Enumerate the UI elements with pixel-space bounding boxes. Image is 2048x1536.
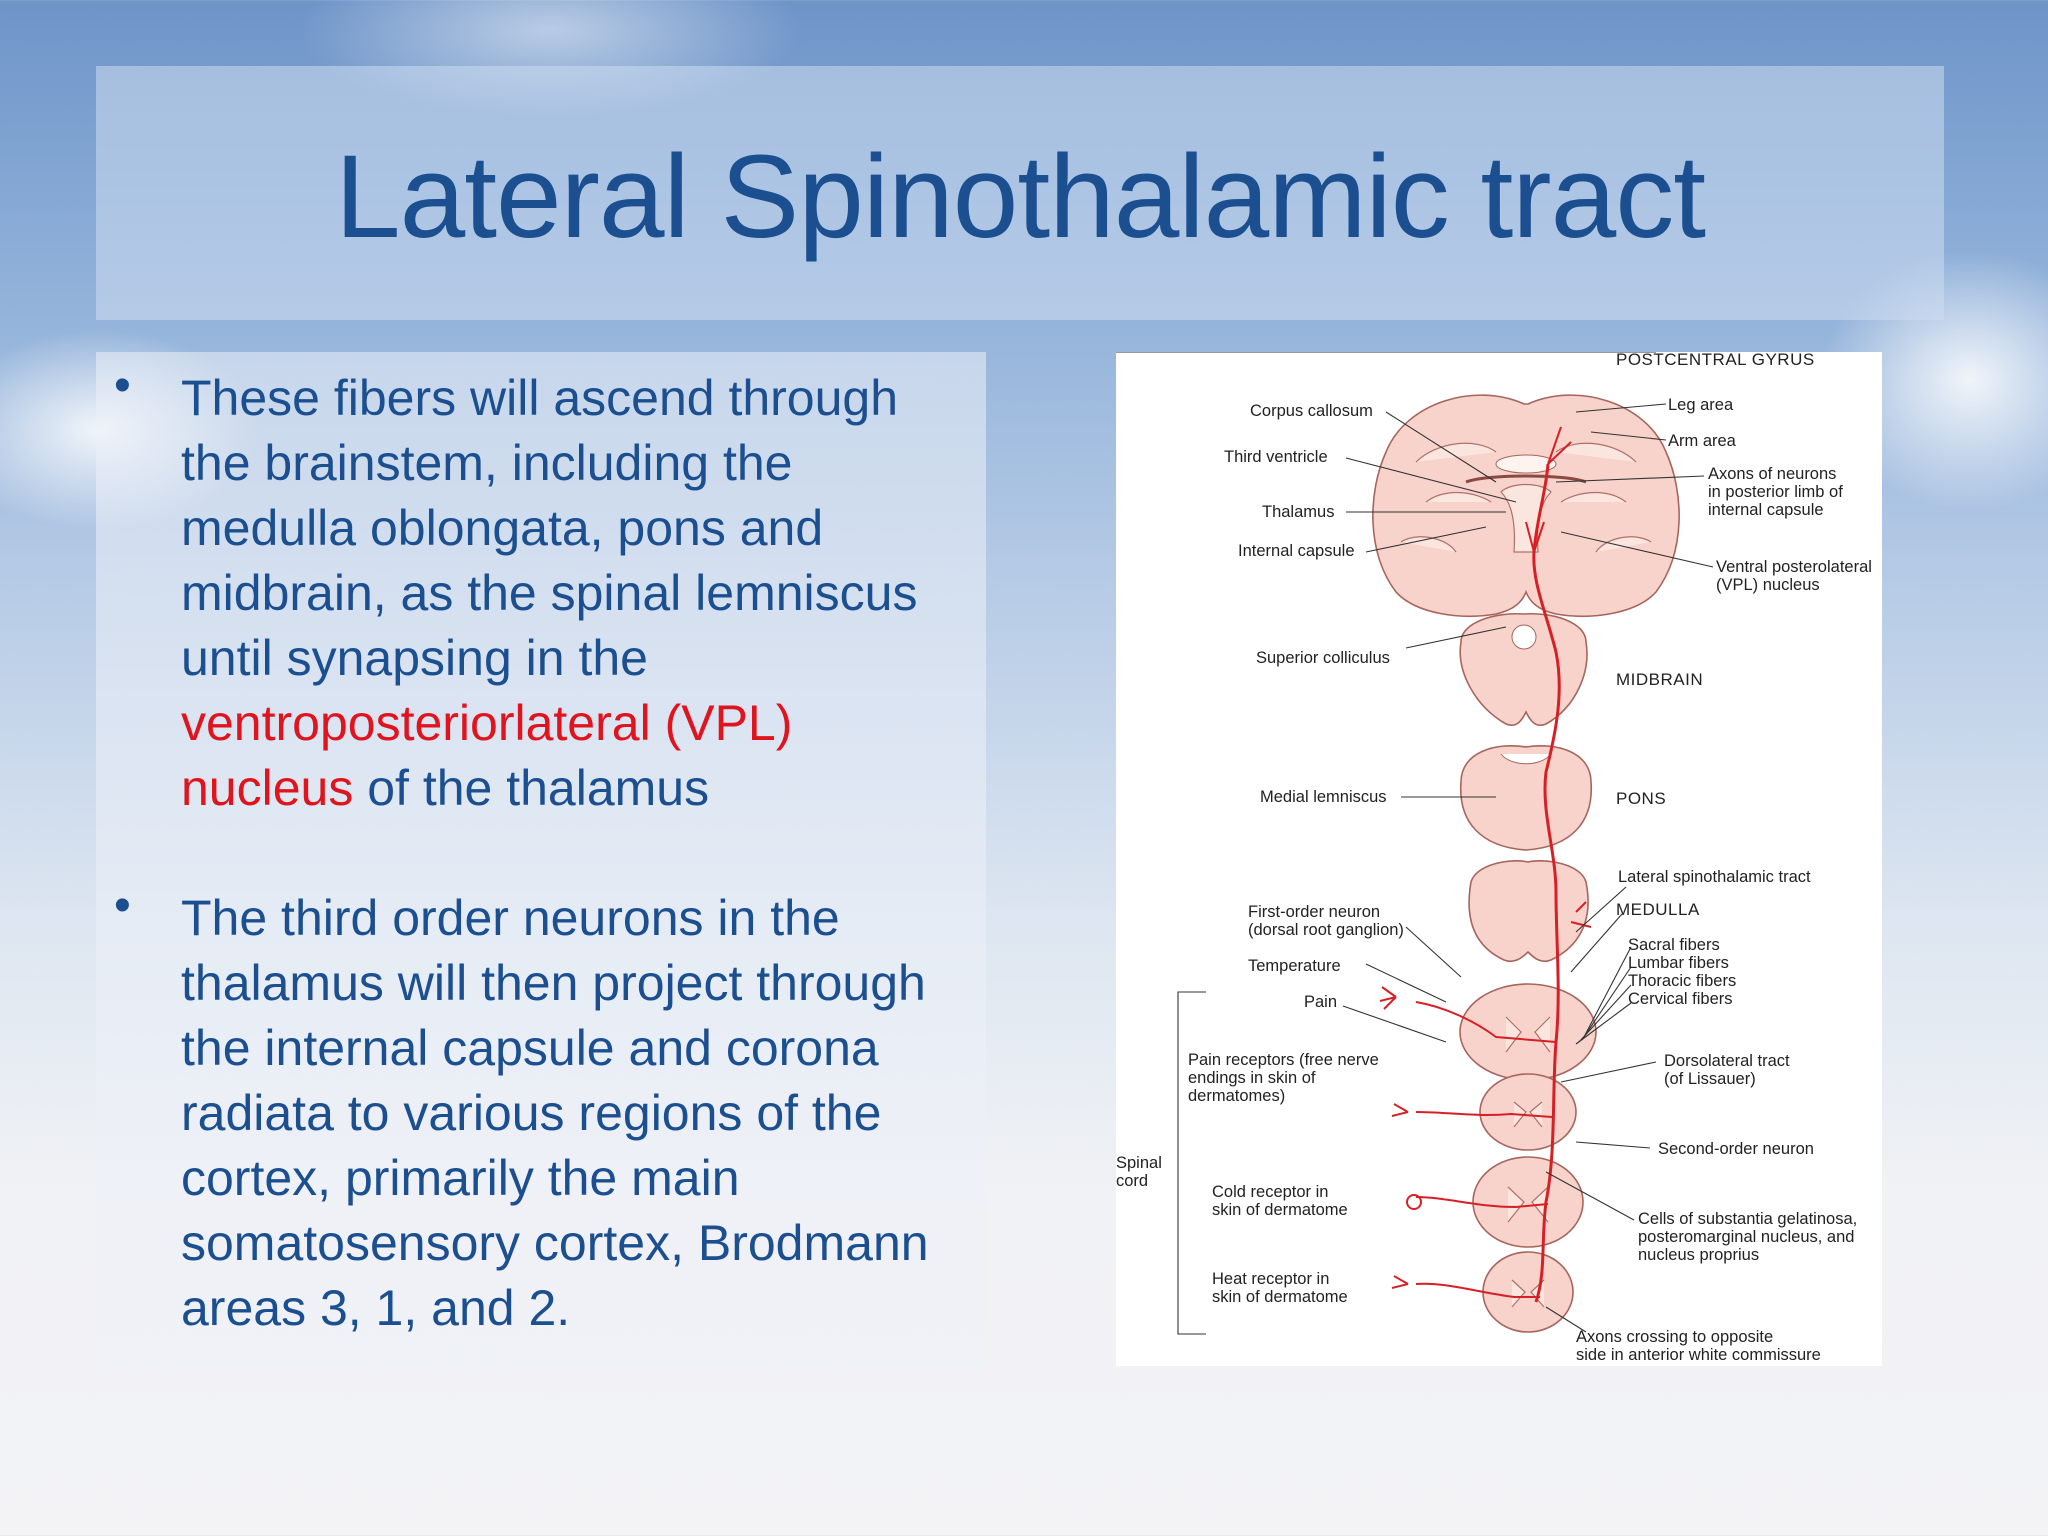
- label-spinal-cord: Spinal: [1116, 1154, 1162, 1172]
- bullet-marker: •: [114, 879, 131, 932]
- label-heat-receptor: Heat receptor in: [1212, 1270, 1329, 1288]
- label-internal-capsule: Internal capsule: [1238, 542, 1355, 560]
- title-band: Lateral Spinothalamic tract: [96, 66, 1944, 320]
- label-temperature: Temperature: [1248, 957, 1341, 975]
- label-axons: in posterior limb of: [1708, 483, 1843, 501]
- bullet-text: The third order neurons in the thalamus …: [181, 890, 929, 1336]
- label-dorsolateral-tract: Dorsolateral tract: [1664, 1052, 1790, 1070]
- label-pain-receptors: dermatomes): [1188, 1087, 1285, 1105]
- label-spinal-cord: cord: [1116, 1172, 1148, 1190]
- label-vpl-nucleus: Ventral posterolateral: [1716, 558, 1872, 576]
- spinothalamic-diagram: POSTCENTRAL GYRUS Corpus callosum Leg ar…: [1116, 352, 1872, 1364]
- midbrain-section: [1459, 612, 1588, 727]
- leader-lines: [1116, 352, 1714, 1335]
- label-cold-receptor: Cold receptor in: [1212, 1183, 1328, 1201]
- label-third-ventricle: Third ventricle: [1224, 448, 1328, 466]
- label-thoracic: Thoracic fibers: [1628, 972, 1736, 990]
- label-second-order: Second-order neuron: [1658, 1140, 1814, 1158]
- label-postcentral-gyrus: POSTCENTRAL GYRUS: [1616, 352, 1815, 369]
- medulla-section: [1468, 860, 1589, 963]
- label-first-order: (dorsal root ganglion): [1248, 921, 1404, 939]
- label-pain-receptors: Pain receptors (free nerve: [1188, 1051, 1379, 1069]
- label-medulla: MEDULLA: [1616, 900, 1700, 919]
- tract-pathway: [1379, 426, 1592, 1303]
- spinal-cord-segments: [1459, 983, 1597, 1333]
- label-midbrain: MIDBRAIN: [1616, 670, 1703, 689]
- slide-title: Lateral Spinothalamic tract: [334, 131, 1706, 263]
- label-heat-receptor: skin of dermatome: [1212, 1288, 1348, 1306]
- label-pain-receptors: endings in skin of: [1188, 1069, 1316, 1087]
- label-cold-receptor: skin of dermatome: [1212, 1201, 1348, 1219]
- bullet-marker: •: [114, 359, 131, 412]
- label-leg-area: Leg area: [1668, 396, 1734, 414]
- label-medial-lemniscus: Medial lemniscus: [1260, 788, 1387, 806]
- label-axons-crossing: Axons crossing to opposite: [1576, 1328, 1773, 1346]
- label-thalamus: Thalamus: [1262, 503, 1334, 521]
- label-cells-substantia: nucleus proprius: [1638, 1246, 1759, 1264]
- label-cells-substantia: Cells of substantia gelatinosa,: [1638, 1210, 1857, 1228]
- label-corpus-callosum: Corpus callosum: [1250, 402, 1373, 420]
- label-dorsolateral-tract: (of Lissauer): [1664, 1070, 1756, 1088]
- label-first-order: First-order neuron: [1248, 903, 1380, 921]
- label-lateral-spinothalamic: Lateral spinothalamic tract: [1618, 868, 1811, 886]
- brain-section: [1372, 394, 1680, 617]
- label-pons: PONS: [1616, 789, 1666, 808]
- label-sacral: Sacral fibers: [1628, 936, 1720, 954]
- bullet-text-part: These fibers will ascend through the bra…: [181, 370, 918, 686]
- label-lumbar: Lumbar fibers: [1628, 954, 1729, 972]
- label-axons-crossing: side in anterior white commissure: [1576, 1346, 1821, 1364]
- bullet-panel: • These fibers will ascend through the b…: [96, 352, 986, 1368]
- label-superior-colliculus: Superior colliculus: [1256, 649, 1390, 667]
- label-arm-area: Arm area: [1668, 432, 1737, 450]
- label-cervical: Cervical fibers: [1628, 990, 1733, 1008]
- bullet-text: These fibers will ascend through the bra…: [181, 366, 971, 821]
- anatomy-figure: POSTCENTRAL GYRUS Corpus callosum Leg ar…: [1116, 352, 1882, 1366]
- bullet-text-part: of the thalamus: [353, 760, 710, 816]
- figure-labels: POSTCENTRAL GYRUS Corpus callosum Leg ar…: [1116, 352, 1872, 1364]
- pons-section: [1460, 745, 1592, 851]
- label-cells-substantia: posteromarginal nucleus, and: [1638, 1228, 1854, 1246]
- highlight-text: ventroposteriorlateral (VPL) nucleus: [181, 695, 793, 816]
- label-vpl-nucleus: (VPL) nucleus: [1716, 576, 1820, 594]
- label-axons: Axons of neurons: [1708, 465, 1836, 483]
- label-axons: internal capsule: [1708, 501, 1824, 519]
- label-pain: Pain: [1304, 993, 1337, 1011]
